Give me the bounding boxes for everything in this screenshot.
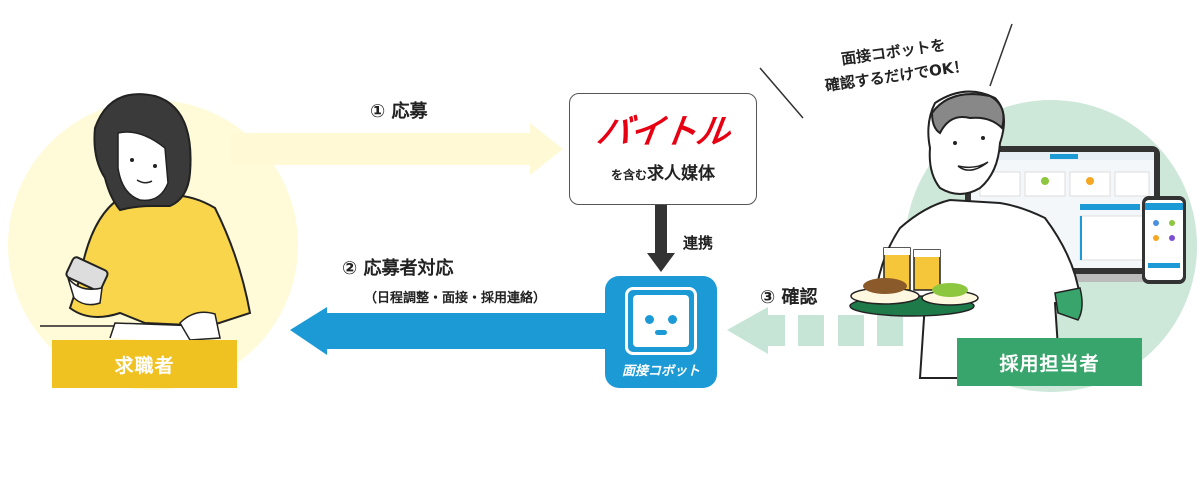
step-apply-label: ① 応募 bbox=[370, 101, 428, 122]
seeker-label: 求職者 bbox=[52, 340, 237, 388]
step-link-label: 連携 bbox=[683, 234, 714, 252]
link-arrow bbox=[647, 203, 675, 272]
media-subtitle: を含む求人媒体 bbox=[611, 159, 715, 184]
media-subtitle-prefix: を含む bbox=[610, 167, 647, 182]
speech-line-right bbox=[989, 23, 1013, 87]
robot-face-icon bbox=[625, 287, 697, 355]
step-respond-detail: （日程調整・面接・採用連絡） bbox=[364, 291, 547, 306]
respond-arrow bbox=[290, 307, 607, 355]
confirm-arrow bbox=[727, 307, 903, 354]
step-confirm-label: ③ 確認 bbox=[760, 287, 818, 308]
recruiter-illustration bbox=[849, 90, 1186, 379]
job-media-box: バイトル を含む求人媒体 bbox=[569, 93, 757, 205]
recruiter-label: 採用担当者 bbox=[957, 338, 1142, 386]
interview-cobot-logo: 面接コボット bbox=[605, 276, 717, 388]
robot-eye-left bbox=[645, 315, 654, 324]
baitoru-logo: バイトル bbox=[594, 111, 732, 152]
seeker-illustration bbox=[40, 93, 252, 344]
robot-name: 面接コボット bbox=[621, 364, 700, 379]
robot-mouth bbox=[655, 330, 667, 335]
apply-arrow bbox=[230, 123, 563, 175]
robot-eye-right bbox=[668, 315, 677, 324]
media-subtitle-main: 求人媒体 bbox=[647, 163, 715, 184]
step-respond-label: ② 応募者対応 bbox=[342, 258, 454, 279]
speech-line-left bbox=[759, 67, 804, 119]
